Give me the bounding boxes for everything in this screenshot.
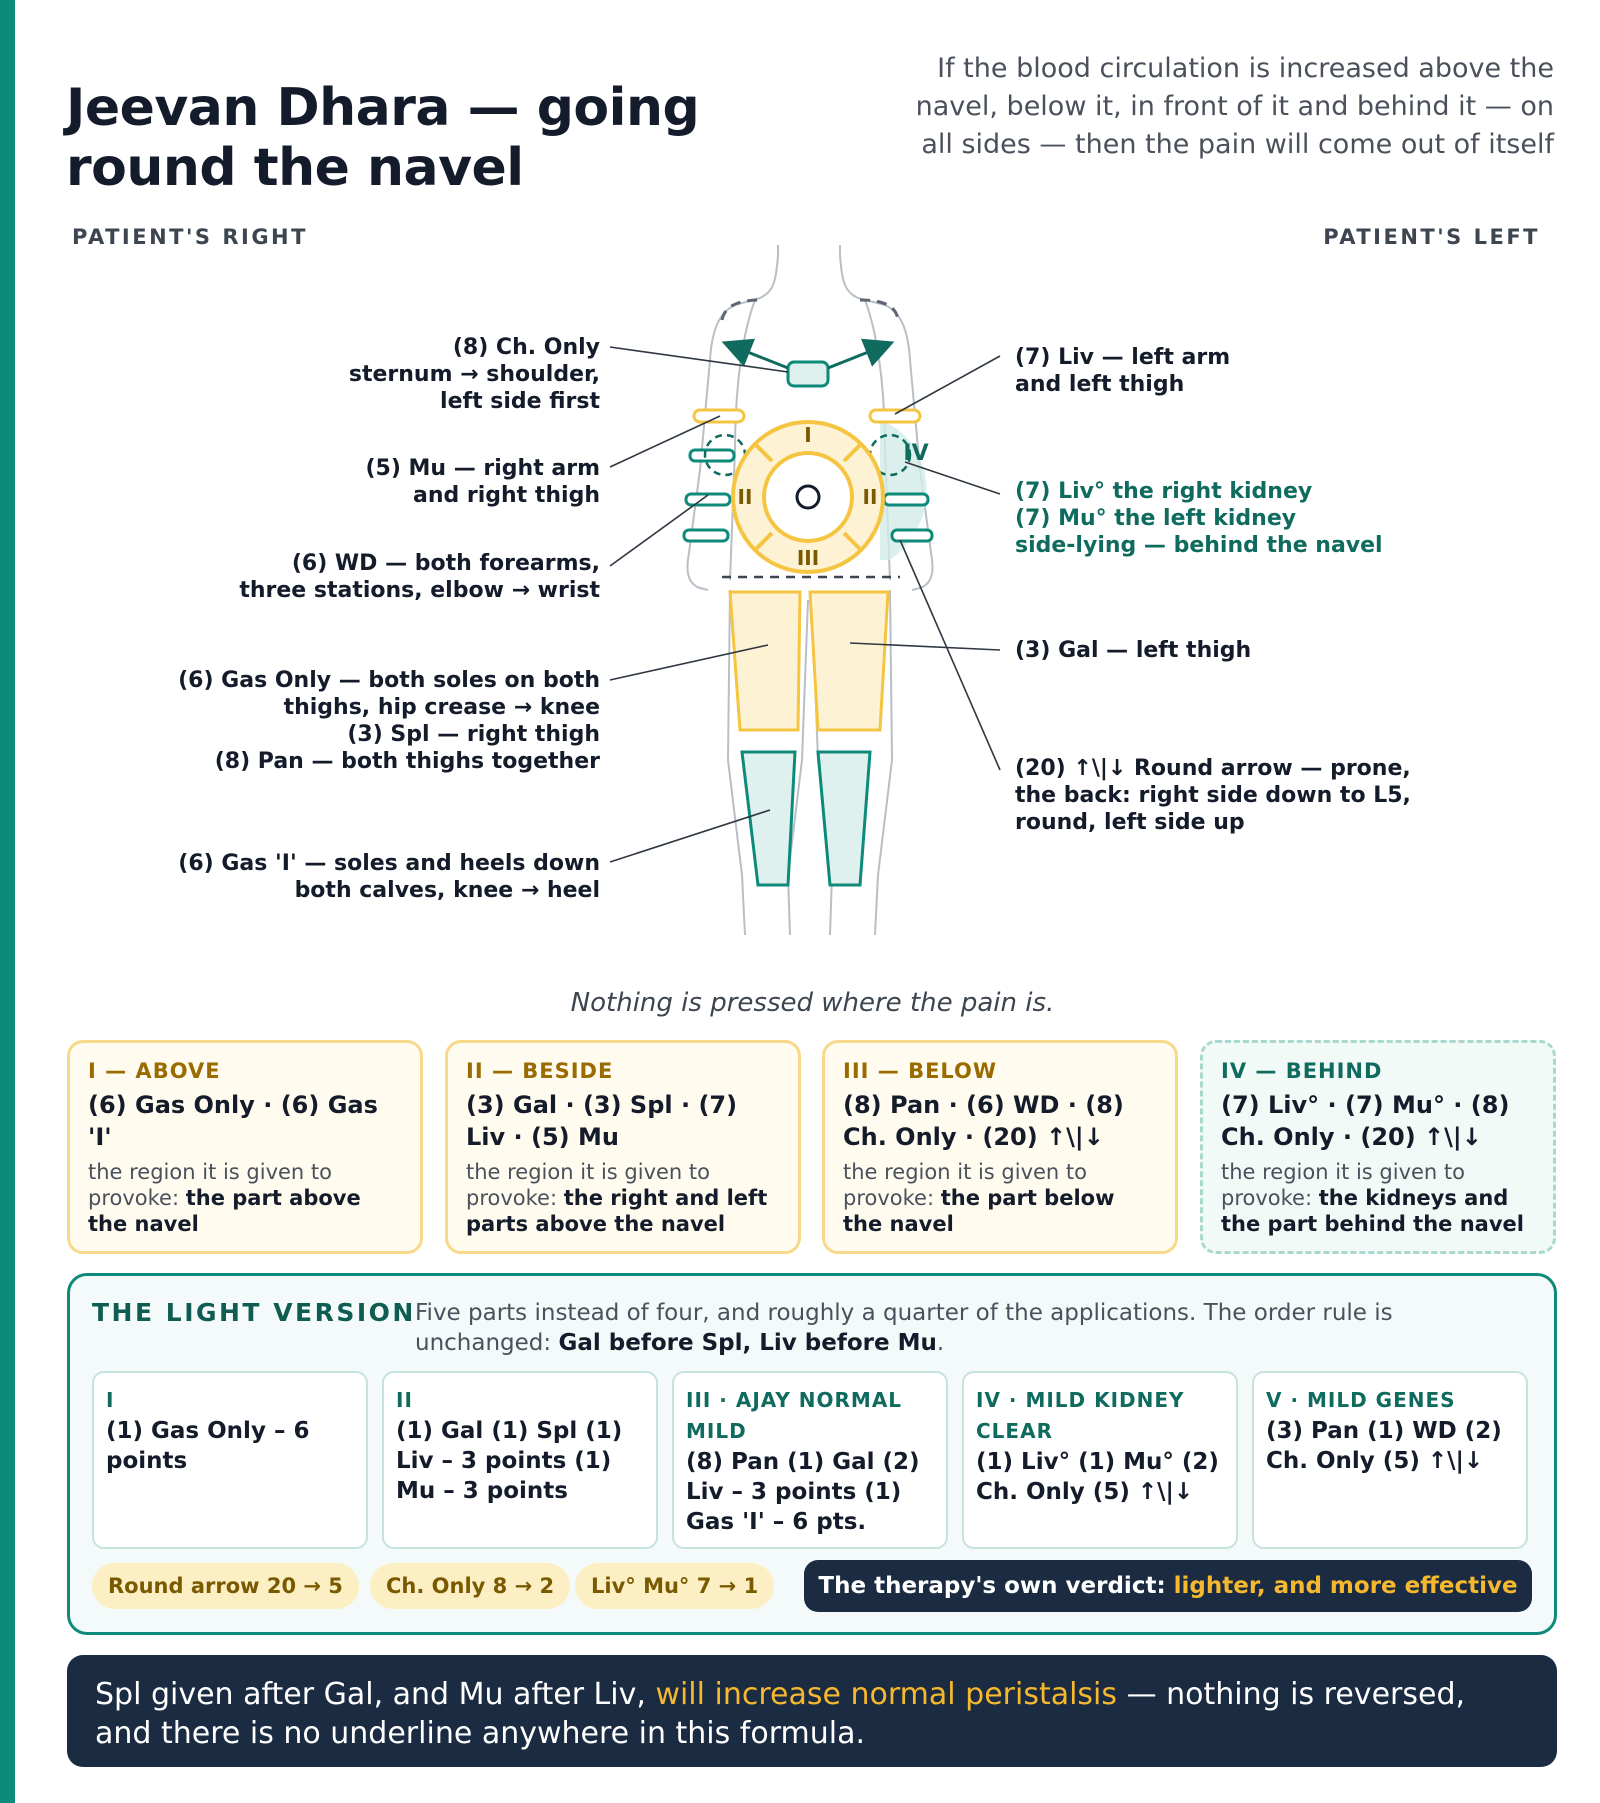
region-points: (7) Liv° · (7) Mu° · (8) Ch. Only · (20)…: [1221, 1091, 1510, 1151]
sternum-bar: [786, 360, 830, 388]
body-outline-head: [777, 245, 841, 255]
light-card-5: V · MILD GENES (3) Pan (1) WD (2) Ch. On…: [1252, 1371, 1528, 1549]
label-gal: (3) Gal — left thigh: [1015, 638, 1252, 663]
light-card-body: (1) Liv° (1) Mu° (2) Ch. Only (5) ↑\|↓: [976, 1449, 1219, 1505]
accent-rule: [0, 0, 15, 1803]
body-diagram: I II II III IV: [609, 245, 1001, 936]
light-card-body: (8) Pan (1) Gal (2) Liv – 3 points (1) G…: [686, 1449, 920, 1535]
patient-right-label: PATIENT'S RIGHT: [72, 225, 308, 249]
region-points: (3) Gal · (3) Spl · (7) Liv · (5) Mu: [466, 1091, 738, 1151]
sternum-arrow-left: [827, 338, 895, 370]
shoulder-cap-right: [720, 298, 761, 321]
light-card-heading: II: [396, 1388, 413, 1412]
behind-region: [880, 420, 927, 560]
light-version-panel: THE LIGHT VERSION Five parts instead of …: [67, 1273, 1557, 1635]
patient-left-label: PATIENT'S LEFT: [1323, 225, 1540, 249]
region-heading: III — BELOW: [843, 1059, 998, 1083]
region-card-below: III — BELOW (8) Pan · (6) WD · (8) Ch. O…: [822, 1040, 1178, 1254]
region-card-beside: II — BESIDE (3) Gal · (3) Spl · (7) Liv …: [445, 1040, 801, 1254]
pill-round-arrow: Round arrow 20 → 5: [92, 1563, 359, 1609]
ring-label-top: I: [804, 423, 811, 447]
light-card-heading: III · AJAY NORMAL MILD: [686, 1388, 903, 1443]
calf-right: [740, 750, 797, 887]
verdict-banner: The therapy's own verdict: lighter, and …: [804, 1560, 1532, 1612]
light-card-heading: V · MILD GENES: [1266, 1388, 1456, 1412]
light-card-2: II (1) Gal (1) Spl (1) Liv – 3 points (1…: [382, 1371, 658, 1549]
region-heading: IV — BEHIND: [1221, 1059, 1383, 1083]
light-card-body: (1) Gas Only – 6 points: [106, 1418, 310, 1474]
light-card-heading: I: [106, 1388, 115, 1412]
navel-mark: [795, 484, 821, 510]
page-title: Jeevan Dhara — going round the navel: [66, 78, 700, 198]
region-description: the region it is given to provoke: the r…: [466, 1160, 768, 1236]
region-card-above: I — ABOVE (6) Gas Only · (6) Gas 'I' the…: [67, 1040, 423, 1254]
region-description: the region it is given to provoke: the k…: [1221, 1160, 1524, 1236]
caption: Nothing is pressed where the pain is.: [570, 988, 1055, 1018]
label-kidneys: (7) Liv° the right kidney(7) Mu° the lef…: [1015, 479, 1383, 558]
leader-lines: [609, 346, 1001, 863]
ring-label-behind: IV: [903, 441, 928, 466]
ring-label-bottom: III: [797, 546, 819, 570]
region-points: (6) Gas Only · (6) Gas 'I': [88, 1091, 378, 1151]
region-heading: I — ABOVE: [88, 1059, 221, 1083]
label-wd: (6) WD — both forearms,three stations, e…: [239, 551, 600, 603]
shoulder-cap-left: [859, 298, 900, 321]
footer-banner: Spl given after Gal, and Mu after Liv, w…: [67, 1655, 1557, 1767]
light-version-heading: THE LIGHT VERSION: [92, 1298, 416, 1327]
light-card-heading: IV · MILD KIDNEY CLEAR: [976, 1388, 1185, 1443]
intro-quote: If the blood circulation is increased ab…: [915, 53, 1554, 160]
region-description: the region it is given to provoke: the p…: [88, 1160, 361, 1236]
sternum-arrow-right: [721, 338, 789, 370]
pill-liv-mu: Liv° Mu° 7 → 1: [575, 1563, 775, 1609]
ring-label-right: II: [863, 485, 878, 509]
light-card-3: III · AJAY NORMAL MILD (8) Pan (1) Gal (…: [672, 1371, 948, 1549]
label-round-arrow: (20) ↑\|↓ Round arrow — prone,the back: …: [1015, 756, 1411, 835]
ring-label-left: II: [738, 485, 753, 509]
thigh-right: [728, 590, 802, 732]
navel-ring: [731, 420, 885, 574]
light-card-body: (1) Gal (1) Spl (1) Liv – 3 points (1) M…: [396, 1418, 623, 1504]
light-card-4: IV · MILD KIDNEY CLEAR (1) Liv° (1) Mu° …: [962, 1371, 1238, 1549]
pill-ch-only: Ch. Only 8 → 2: [370, 1563, 571, 1609]
thigh-left: [808, 590, 890, 732]
light-card-1: I (1) Gas Only – 6 points: [92, 1371, 368, 1549]
region-description: the region it is given to provoke: the p…: [843, 1160, 1115, 1236]
light-version-description: Five parts instead of four, and roughly …: [415, 1300, 1393, 1356]
region-points: (8) Pan · (6) WD · (8) Ch. Only · (20) ↑…: [843, 1091, 1124, 1151]
light-card-body: (3) Pan (1) WD (2) Ch. Only (5) ↑\|↓: [1266, 1418, 1502, 1474]
region-card-behind: IV — BEHIND (7) Liv° · (7) Mu° · (8) Ch.…: [1200, 1040, 1556, 1254]
calf-left: [816, 750, 872, 887]
region-heading: II — BESIDE: [466, 1059, 614, 1083]
